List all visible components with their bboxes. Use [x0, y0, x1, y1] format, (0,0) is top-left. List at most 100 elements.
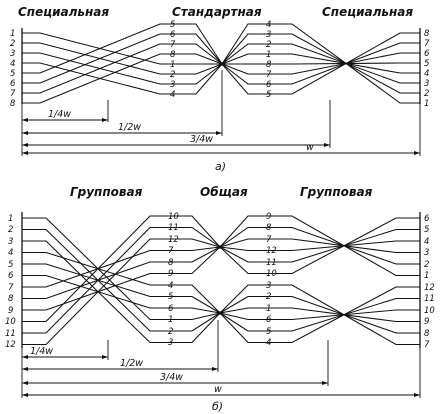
- junction-dot: [218, 311, 222, 315]
- wire-line: [22, 42, 223, 75]
- wire-line: [219, 295, 420, 334]
- wire-line: [221, 53, 420, 74]
- junction-dot: [218, 245, 222, 249]
- diagram-a-left-number: 4: [10, 59, 15, 69]
- wire-line: [22, 238, 221, 346]
- diagram-b-mid-right-number: 7: [266, 235, 272, 245]
- diagram-b-right-number: 7: [424, 340, 430, 350]
- diagram-a-left-number: 8: [10, 99, 16, 109]
- diagram-a-right-number: 6: [424, 49, 430, 59]
- diagram-a-mid-right-number: 7: [266, 70, 272, 80]
- diagram-a: Специальная Стандартная Специальная 1 2 …: [10, 5, 430, 173]
- wire-line: [22, 228, 221, 332]
- wire-line: [219, 240, 420, 252]
- diagram-a-right-number: 4: [424, 69, 429, 79]
- diagram-a-dimensions: 1/4w 1/2w 3/4w w: [21, 70, 421, 156]
- diagram-b-right-number: 9: [424, 317, 429, 327]
- wire-line: [221, 43, 420, 84]
- diagram-a-mid-left-numbers: 5 6 7 8 1 2 3 4: [170, 20, 176, 100]
- wire-line: [221, 32, 420, 95]
- diagram-b-mid-left-number: 1: [168, 315, 173, 325]
- wire-line: [22, 52, 223, 85]
- diagram-a-end-buses: [21, 28, 421, 104]
- arrow-icon: [102, 355, 108, 359]
- diagram-b-mid-right-number: 10: [266, 269, 277, 279]
- wire-line: [221, 23, 420, 104]
- diagram-b-mid-left-number: 7: [168, 246, 174, 256]
- arrow-icon: [22, 151, 28, 155]
- diagram-b-mid-left-number: 6: [168, 304, 174, 314]
- diagram-a-right-number: 5: [424, 59, 429, 69]
- diagram-b-left-number: 7: [8, 283, 14, 293]
- wire-line: [22, 217, 221, 321]
- wire-line: [22, 246, 221, 288]
- diagram-a-right-number: 3: [424, 79, 429, 89]
- diagram-a-right-number: 7: [424, 39, 430, 49]
- diagram-a-mid-left-number: 5: [170, 20, 175, 30]
- diagram-b-left-numbers: 1 2 3 4 5 6 7 8 9 10 11 12: [5, 214, 16, 350]
- diagram-a-dim-label-three-quarter: 3/4w: [190, 134, 213, 145]
- wire-line: [22, 53, 223, 104]
- diagram-b-mid-right-number: 11: [266, 258, 277, 268]
- junction-dot: [220, 62, 224, 66]
- diagram-a-mid-right-number: 3: [266, 30, 271, 40]
- diagram-b-mid-left-number: 2: [168, 327, 173, 337]
- wire-line: [22, 240, 221, 344]
- wire-line: [22, 43, 223, 94]
- wire-line: [219, 307, 420, 323]
- diagram-a-wires: [22, 23, 420, 104]
- wire-line: [22, 246, 221, 300]
- diagram-a-caption: а): [215, 160, 226, 173]
- wire-line: [219, 215, 420, 277]
- diagram-a-right-number: 1: [424, 99, 429, 109]
- diagram-b-dim-label-quarter: 1/4w: [30, 346, 53, 357]
- arrow-icon: [22, 381, 28, 385]
- diagram-b-left-number: 3: [8, 237, 13, 247]
- wire-line: [219, 286, 420, 344]
- diagram-b-dim-label-half: 1/2w: [120, 358, 143, 369]
- wire-line: [221, 42, 420, 85]
- diagram-b-left-number: 12: [5, 340, 16, 350]
- diagram-a-dim-label-half: 1/2w: [118, 122, 141, 133]
- diagram-b-mid-right-number: 1: [266, 304, 271, 314]
- diagram-a-mid-left-number: 1: [170, 60, 175, 70]
- diagram-b-right-number: 12: [424, 283, 435, 293]
- arrow-icon: [22, 143, 28, 147]
- diagram-a-mid-left-number: 4: [170, 90, 175, 100]
- diagram-b-left-number: 2: [8, 225, 13, 235]
- diagram-a-header-right: Специальная: [322, 5, 413, 19]
- diagram-b-mid-right-number: 5: [266, 327, 271, 337]
- diagram-b-end-buses: [21, 212, 421, 348]
- diagram-a-left-number: 7: [10, 89, 16, 99]
- diagram-a-mid-right-number: 1: [266, 50, 271, 60]
- wire-line: [22, 23, 223, 74]
- arrow-icon: [22, 131, 28, 135]
- diagram-a-left-number: 3: [10, 49, 15, 59]
- diagram-b-mid-left-number: 3: [168, 338, 173, 348]
- diagram-b-mid-right-number: 6: [266, 315, 272, 325]
- diagram-a-mid-left-number: 8: [170, 50, 176, 60]
- arrow-icon: [414, 151, 420, 155]
- diagram-b-right-numbers: 6 5 4 3 2 1 12 11 10 9 8 7: [424, 214, 435, 350]
- diagram-a-dim-label-quarter: 1/4w: [48, 109, 71, 120]
- wire-line: [22, 215, 221, 323]
- diagram-b-left-number: 5: [8, 260, 13, 270]
- diagram-a-left-numbers: 1 2 3 4 5 6 7 8: [10, 29, 16, 109]
- diagram-b-mid-right-number: 2: [266, 292, 271, 302]
- diagram-b-mid-left-number: 10: [168, 212, 179, 222]
- diagram-a-right-number: 2: [424, 89, 429, 99]
- arrow-icon: [22, 355, 28, 359]
- diagram-b-mid-right-numbers: 9 8 7 12 11 10 3 2 1 6 5 4: [266, 212, 277, 348]
- diagram-a-left-number: 6: [10, 79, 16, 89]
- wire-line: [219, 217, 420, 275]
- diagram-a-mid-left-number: 6: [170, 30, 176, 40]
- arrow-icon: [324, 143, 330, 147]
- wire-line: [22, 274, 221, 314]
- diagram-b-left-number: 6: [8, 271, 14, 281]
- wire-line: [219, 226, 420, 265]
- diagram-b-mid-left-numbers: 10 11 12 7 8 9 4 5 6 1 2 3: [168, 212, 179, 348]
- arrow-icon: [322, 381, 328, 385]
- diagram-b-header-left: Групповая: [70, 185, 143, 199]
- wire-line: [219, 238, 420, 254]
